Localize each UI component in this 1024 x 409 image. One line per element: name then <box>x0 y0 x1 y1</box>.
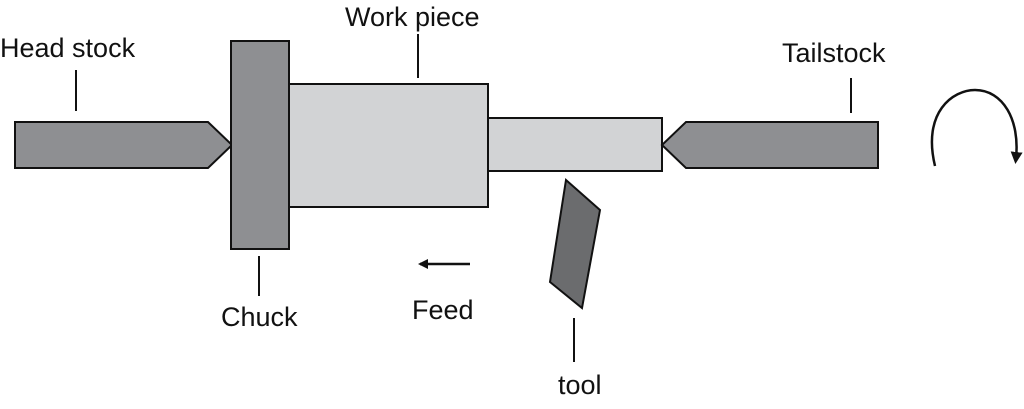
cutting-tool <box>548 178 602 310</box>
feed-label: Feed <box>412 295 474 325</box>
tailstock-label: Tailstock <box>782 38 886 68</box>
work-piece-large-section <box>287 83 489 208</box>
head-stock-spindle <box>14 121 234 169</box>
work-piece-turned-section <box>487 117 663 172</box>
clockwise-rotation-icon <box>930 88 1023 167</box>
tool-label: tool <box>558 370 602 400</box>
chuck-block <box>230 40 290 250</box>
head-stock-label: Head stock <box>0 33 136 63</box>
tailstock-spindle <box>660 121 879 169</box>
work-piece-label: Work piece <box>345 2 480 32</box>
chuck-label: Chuck <box>221 302 298 332</box>
